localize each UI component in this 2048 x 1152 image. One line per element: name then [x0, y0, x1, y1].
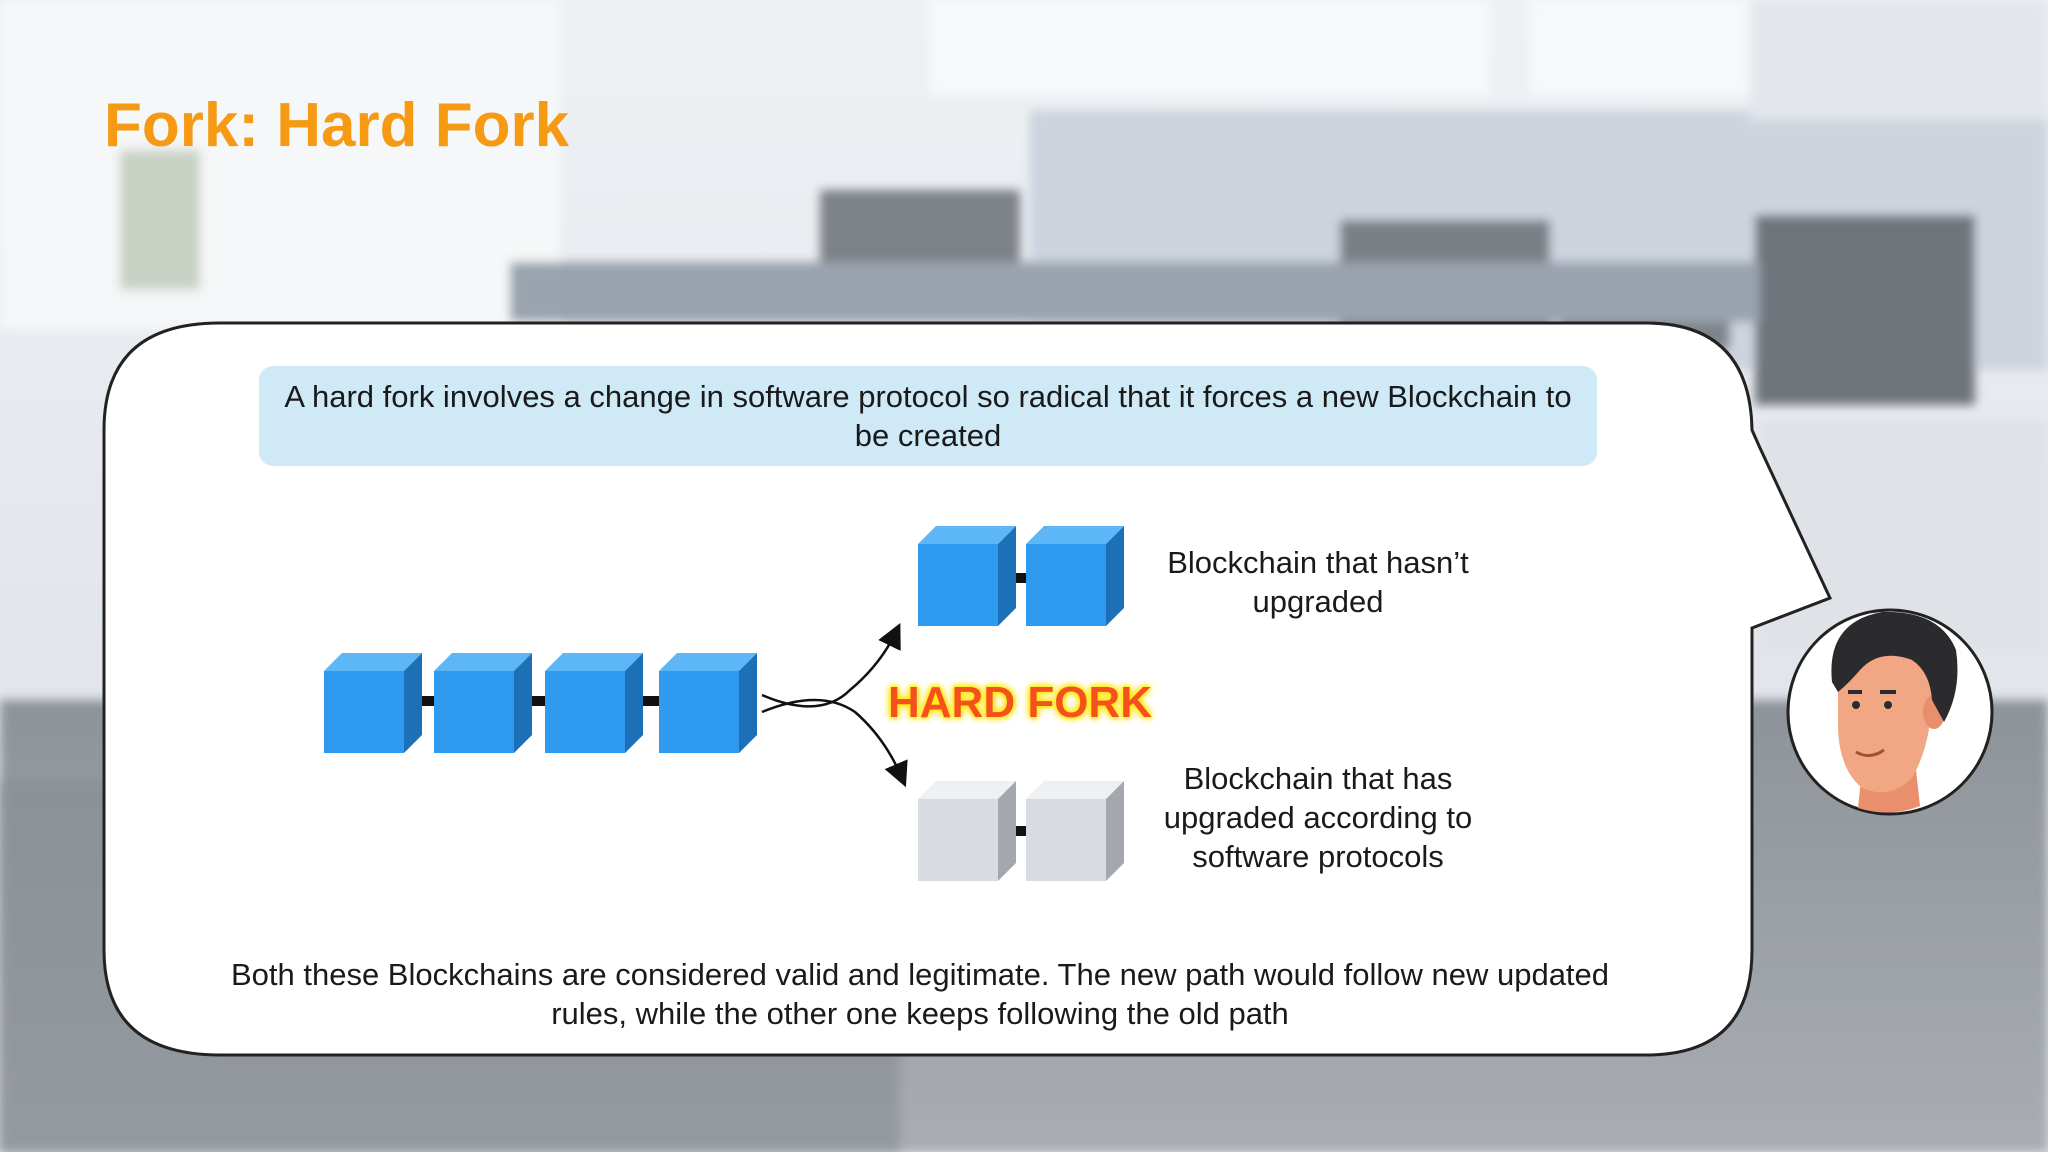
upgraded-label: Blockchain that has upgraded according t…	[1163, 761, 1473, 874]
blockchain-upgraded	[918, 781, 1124, 881]
not-upgraded-label: Blockchain that hasn’t upgraded	[1167, 545, 1469, 619]
block	[918, 526, 1016, 626]
slide-title: Fork: Hard Fork	[104, 91, 570, 160]
block	[1026, 781, 1124, 881]
block	[434, 653, 532, 753]
hard-fork-label: HARD FORK	[888, 678, 1152, 727]
block	[324, 653, 422, 753]
main-blockchain	[324, 653, 757, 753]
definition-box: A hard fork involves a change in softwar…	[259, 366, 1597, 466]
blockchain-not-upgraded	[918, 526, 1124, 626]
block	[918, 781, 1016, 881]
block	[659, 653, 757, 753]
conclusion-text: Both these Blockchains are considered va…	[230, 957, 1610, 1031]
block	[545, 653, 643, 753]
arrow-down-icon	[761, 698, 908, 788]
arrow-up-icon	[761, 623, 901, 708]
block	[1026, 526, 1124, 626]
